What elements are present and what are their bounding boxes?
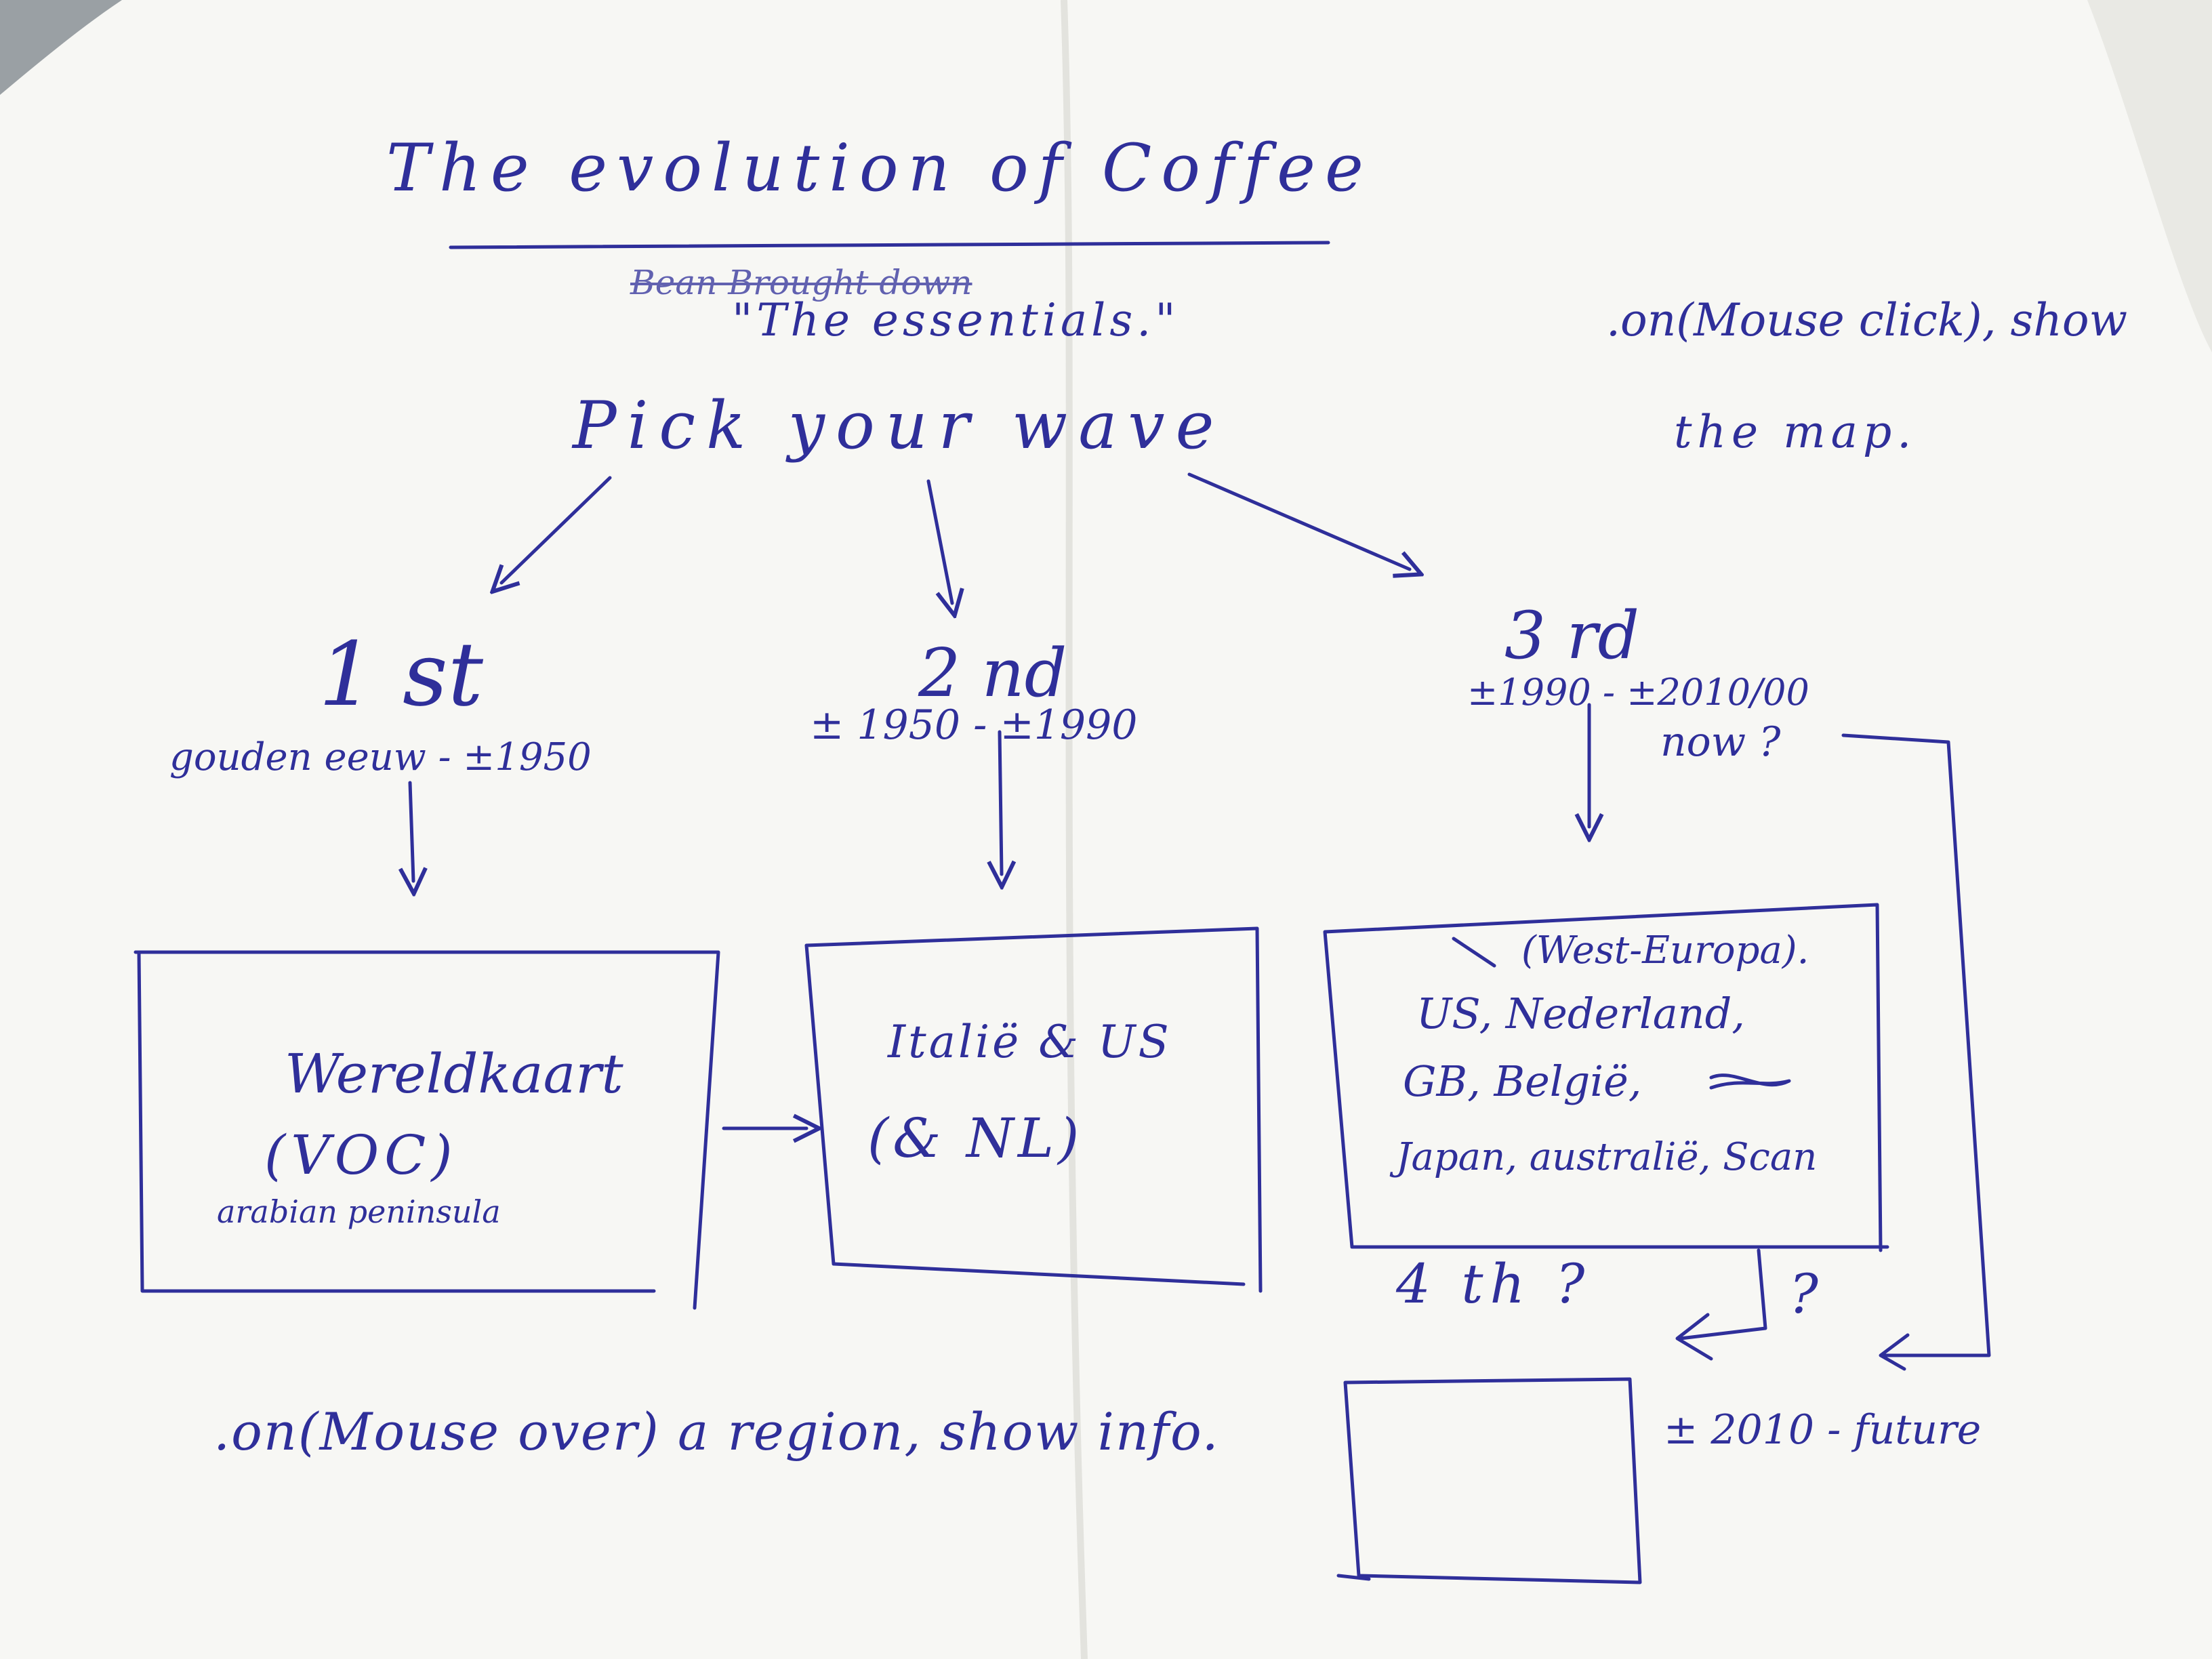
strike-scribble-1 <box>1452 937 1496 968</box>
arrow-to-wave2 <box>926 479 952 603</box>
arrow-box3-to-fourth-head <box>1675 1313 1713 1361</box>
paper-crease <box>1061 0 1088 1659</box>
box-fourth <box>1343 1377 1642 1584</box>
arrow-box3-to-fourth <box>1679 1248 1767 1340</box>
wave1-label[interactable]: 1 st <box>319 623 483 726</box>
click-note-line1: .on(Mouse click), show <box>1606 294 2128 346</box>
title-underline <box>449 241 1330 249</box>
arrow-wave1-to-box <box>410 781 413 881</box>
strike-scribble-2 <box>1709 1073 1791 1090</box>
wave3-period: ±1990 - ±2010/00 <box>1467 671 1809 714</box>
arrow-to-wave3 <box>1187 472 1410 569</box>
box-wave2 <box>804 926 1263 1293</box>
diagram-title: The evolution of Coffee <box>386 130 1373 206</box>
struck-subtitle: Bean Brought down <box>630 263 972 302</box>
diagram-subtitle: "The essentials." <box>732 294 1180 346</box>
box-wave3 <box>1323 903 1889 1252</box>
fourth-wave-question: ? <box>1789 1263 1818 1326</box>
wave-prompt: Pick your wave <box>573 388 1225 464</box>
paper-fold-shadow-right <box>2087 0 2212 352</box>
wave1-box-line3: arabian peninsula <box>217 1193 501 1230</box>
click-note-line2: the map. <box>1674 406 1917 458</box>
arrow-to-wave1 <box>501 476 612 583</box>
wave2-box-line1: Italië & US <box>888 1016 1172 1068</box>
wave2-period: ± 1950 - ±1990 <box>810 701 1138 749</box>
arrow-now-to-fourth <box>1841 733 1991 1357</box>
arrow-wave2-to-box <box>1000 730 1002 874</box>
wave1-box-line1: Wereldkaart <box>285 1042 623 1105</box>
box-fourth-tick <box>1336 1574 1371 1581</box>
wave2-box-line2: (& NL) <box>867 1107 1084 1170</box>
paper-fold-shadow <box>0 0 122 95</box>
fourth-wave-period: ± 2010 - future <box>1664 1406 1982 1454</box>
wave2-label[interactable]: 2 nd <box>918 635 1067 712</box>
wave3-box-line4: Japan, australië, Scan <box>1396 1135 1818 1179</box>
wave3-box-line1: (West-Europa). <box>1521 928 1809 972</box>
wave1-box-line2: (VOC) <box>264 1124 458 1187</box>
wave3-label[interactable]: 3 rd <box>1504 598 1639 674</box>
arrow-now-to-fourth-head <box>1879 1333 1910 1371</box>
box-wave1 <box>134 950 720 1310</box>
hover-note: .on(Mouse over) a region, show info. <box>213 1401 1220 1462</box>
fourth-wave-label: 4 th ? <box>1396 1252 1592 1315</box>
wave3-box-line3: GB, België, <box>1403 1057 1642 1106</box>
wave3-box-line2: US, Nederland, <box>1416 989 1746 1038</box>
wave3-period-extra: now ? <box>1660 718 1781 766</box>
wave1-period: gouden eeuw - ±1950 <box>169 735 592 779</box>
